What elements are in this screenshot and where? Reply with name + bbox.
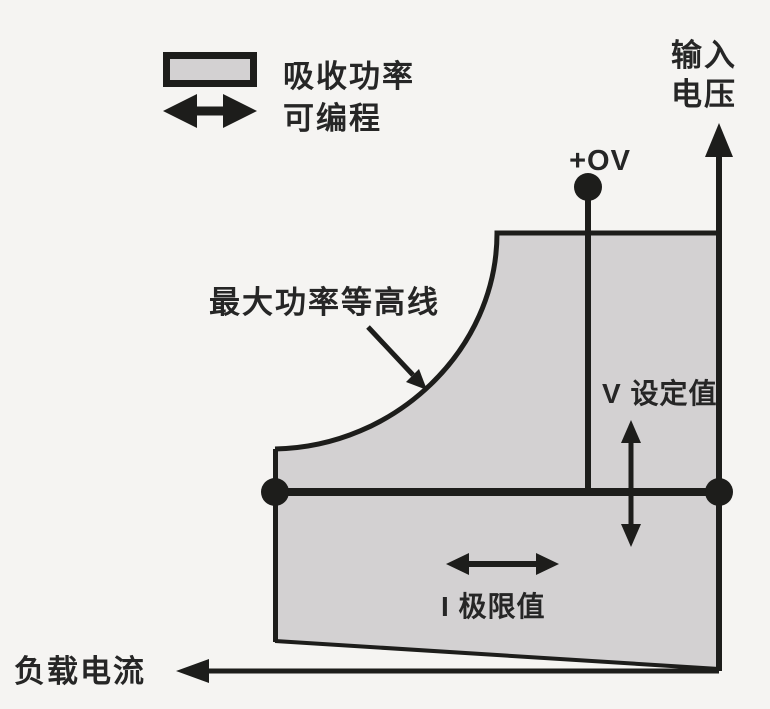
v-setting-label: V 设定值 bbox=[602, 377, 717, 409]
right-arrowhead-icon bbox=[536, 553, 559, 575]
load-current-axis-label: 负载电流 bbox=[14, 654, 146, 689]
right-endpoint-dot bbox=[705, 478, 733, 506]
down-arrowhead-icon bbox=[621, 524, 641, 547]
max-power-contour-label: 最大功率等高线 bbox=[209, 285, 440, 320]
overvoltage-dot bbox=[574, 173, 602, 201]
up-arrowhead-icon bbox=[705, 123, 733, 157]
i-limit-label: I 极限值 bbox=[441, 591, 546, 622]
input-voltage-axis-label-line2: 电压 bbox=[671, 77, 737, 112]
absorbed-power-region bbox=[275, 233, 719, 669]
legend-region-swatch bbox=[163, 52, 257, 87]
up-arrowhead-icon bbox=[621, 420, 641, 443]
contour-pointer-arrow bbox=[366, 325, 415, 377]
legend-programmable-label: 可编程 bbox=[283, 101, 382, 136]
overvoltage-label: +OV bbox=[569, 145, 631, 177]
left-arrowhead-icon bbox=[446, 553, 469, 575]
legend-absorbed-power-label: 吸收功率 bbox=[283, 59, 415, 94]
input-voltage-axis-label-line1: 输入 bbox=[671, 38, 737, 73]
max-power-contour-curve bbox=[274, 230, 716, 452]
diagonal-arrowhead-icon bbox=[406, 369, 427, 390]
left-arrowhead-icon bbox=[176, 659, 209, 683]
left-endpoint-dot bbox=[261, 478, 289, 506]
right-arrowhead-icon bbox=[223, 94, 257, 128]
left-arrowhead-icon bbox=[163, 94, 197, 128]
region-bottom-edge bbox=[274, 639, 720, 671]
